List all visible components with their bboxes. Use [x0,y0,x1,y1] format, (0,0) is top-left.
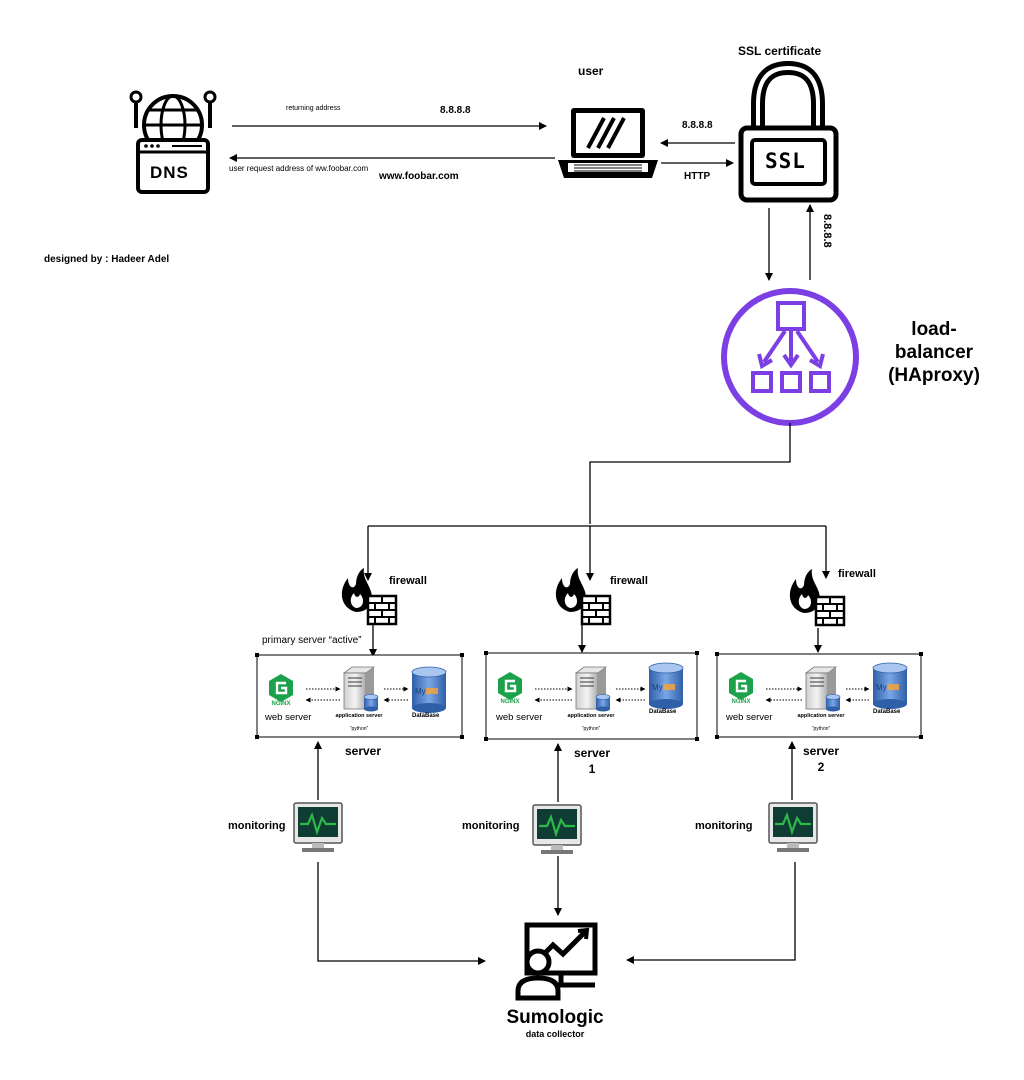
application-server-label: application server [335,713,383,719]
database-icon: My [648,662,684,709]
dns-icon-label: DNS [150,163,189,182]
load-balancer-label: load-balancer (HAproxy) [888,319,980,386]
application-server-label: application server [797,713,845,719]
monitoring-icon [293,802,343,852]
mysql-text: My [415,687,426,696]
server-caption: server [573,746,611,760]
protocol-label: HTTP [684,171,711,182]
server-box: NGINX My [255,653,464,739]
returning-address-label: returning address [286,105,341,112]
user-label: user [578,64,604,78]
monitoring-label: monitoring [695,820,753,832]
user-request-label: user request address of ww.foobar.com [229,164,369,173]
server-status-label: primary server “active” [262,635,362,646]
ssl-title-label: SSL certificate [738,44,822,58]
application-server-icon [574,666,611,712]
app-language-label: “python” [581,726,601,732]
monitoring-label: monitoring [462,820,520,832]
firewall-label: firewall [389,575,427,587]
monitor-1-to-collector [317,862,486,965]
nginx-text: NGINX [500,699,519,705]
ssl-lock-icon [738,60,839,203]
credit-label: designed by : Hadeer Adel [44,254,170,265]
web-server-label: web server [496,712,543,723]
database-label: DataBase [649,709,677,715]
request-domain-label: www.foobar.com [379,171,459,182]
load-balancer-icon [721,288,859,426]
server-box: NGINX My [715,652,923,739]
returning-ip-label: 8.8.8.8 [440,105,471,116]
application-server-icon [342,666,379,712]
app-language-label: “python” [349,726,369,732]
server-caption: server [802,744,840,758]
mysql-text: My [652,683,663,692]
laptop-icon [558,108,658,178]
server-box: NGINX My [484,651,699,741]
database-label: DataBase [873,709,901,715]
nginx-icon: NGINX [726,670,756,705]
application-server-icon [804,666,841,712]
ssl-badge-label: SSL [765,149,806,173]
monitoring-icon [768,802,818,852]
monitoring-icon [532,804,582,854]
app-language-label: “python” [811,726,831,732]
nginx-text: NGINX [731,699,750,705]
ssl-to-user-ip: 8.8.8.8 [682,120,713,131]
sumologic-icon [515,922,598,1001]
web-server-label: web server [265,712,312,723]
firewall-label: firewall [838,568,876,580]
web-server-label: web server [726,712,773,723]
database-icon: My [411,666,447,713]
database-icon: My [872,662,908,709]
monitoring-label: monitoring [228,820,286,832]
application-server-label: application server [567,713,615,719]
collector-name: Sumologic [506,1007,604,1028]
connection-arrows [229,122,830,965]
database-label: DataBase [412,713,440,719]
server-caption: server [344,744,382,758]
mysql-text: My [876,683,887,692]
lb-trunk [589,423,791,524]
dns-icon [129,90,217,194]
collector-subtitle: data collector [525,1029,585,1039]
firewall-icon [789,569,846,627]
firewall-icon [555,568,612,626]
nginx-icon: NGINX [495,670,525,705]
firewall-label: firewall [610,575,648,587]
server-caption-number: 1 [588,762,596,776]
lb-to-ssl-ip: 8.8.8.8 [821,214,833,248]
nginx-text: NGINX [271,701,290,707]
monitor-3-to-collector [626,862,796,964]
firewall-icon [341,568,398,626]
server-caption-number: 2 [817,760,825,774]
nginx-icon: NGINX [266,672,296,707]
